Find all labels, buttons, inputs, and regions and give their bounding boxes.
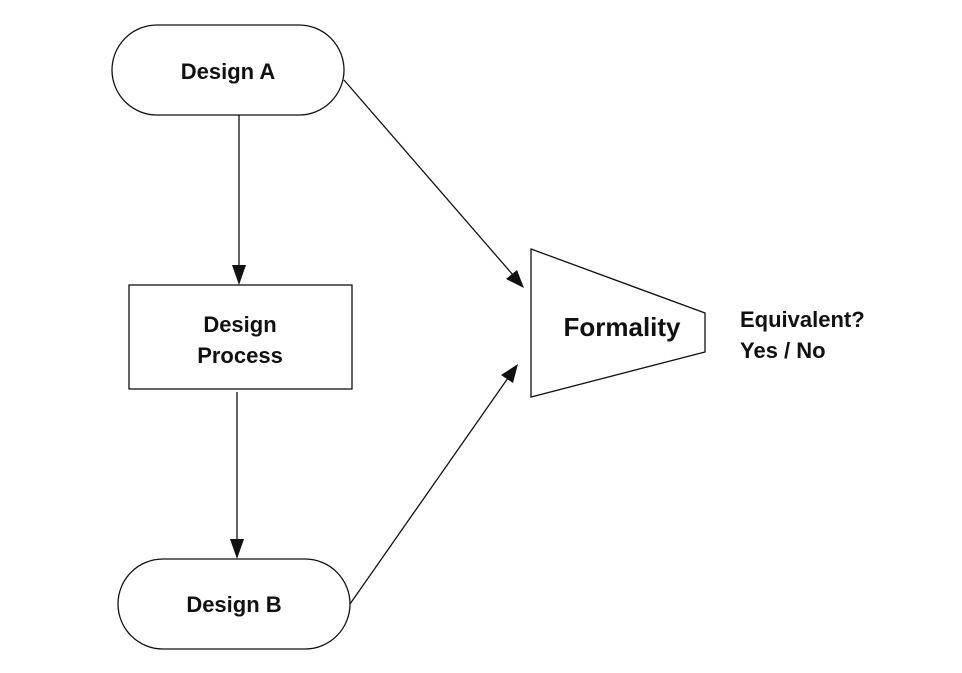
result-text: Equivalent? Yes / No — [740, 307, 865, 363]
formality-shape — [530, 248, 706, 398]
design-process-shape — [128, 284, 353, 390]
edge-design-process-to-design-b — [230, 392, 244, 559]
design-process-node: Design Process — [128, 284, 353, 390]
edge-design-a-to-formality — [343, 79, 524, 288]
edge-line — [343, 79, 514, 276]
result-line1: Equivalent? — [740, 307, 865, 332]
design-a-label: Design A — [181, 59, 276, 84]
edge-design-a-to-design-process — [232, 115, 246, 285]
arrowhead — [230, 539, 244, 559]
arrowhead — [501, 364, 518, 383]
design-a-shape — [111, 24, 345, 116]
edge-line — [349, 377, 509, 605]
design-b-label: Design B — [186, 592, 281, 617]
arrowhead — [232, 265, 246, 285]
design-a-node: Design A — [111, 24, 345, 116]
result-line2: Yes / No — [740, 338, 826, 363]
edge-design-b-to-formality — [349, 364, 518, 605]
design-process-label-line2: Process — [197, 343, 283, 368]
design-b-node: Design B — [117, 558, 351, 650]
formality-label: Formality — [563, 312, 681, 342]
arrowhead — [506, 270, 524, 288]
design-process-label-line1: Design — [203, 312, 276, 337]
formality-node: Formality — [530, 248, 706, 398]
